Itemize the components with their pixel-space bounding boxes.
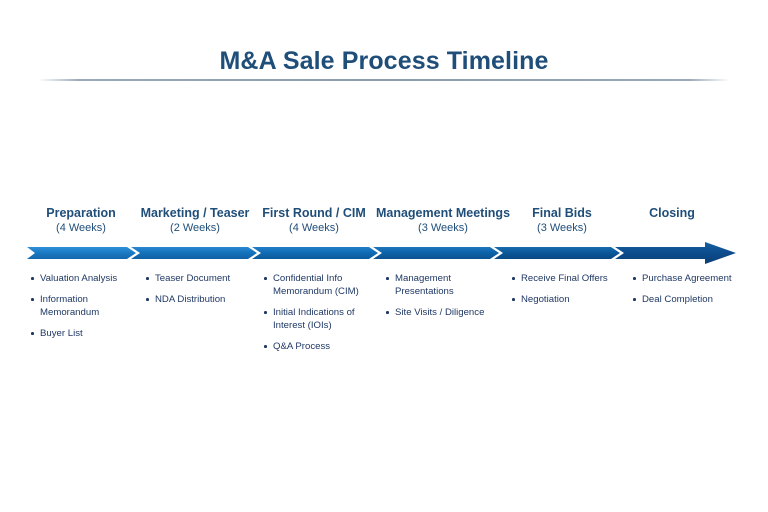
bullet-column-marketing-teaser: Teaser Document NDA Distribution xyxy=(146,272,251,314)
bullet-column-first-round-cim: Confidential Info Memorandum (CIM) Initi… xyxy=(264,272,364,361)
timeline-arrow xyxy=(0,238,768,266)
bullet-dot-icon xyxy=(386,277,389,280)
timeline-segment-1 xyxy=(27,247,136,259)
phase-name: Preparation xyxy=(46,206,116,220)
phase-header-preparation: Preparation (4 Weeks) xyxy=(27,205,135,236)
bullet-column-final-bids: Receive Final Offers Negotiation xyxy=(512,272,622,314)
list-item: Buyer List xyxy=(31,327,131,340)
timeline-segment-3 xyxy=(252,247,378,259)
bullet-dot-icon xyxy=(31,277,34,280)
bullet-column-preparation: Valuation Analysis Information Memorandu… xyxy=(31,272,131,348)
bullet-dot-icon xyxy=(512,277,515,280)
title-divider xyxy=(38,79,730,81)
list-item-label: Negotiation xyxy=(521,294,570,305)
timeline-segment-2 xyxy=(131,247,257,259)
list-item: Valuation Analysis xyxy=(31,272,131,285)
timeline-arrow-svg xyxy=(27,242,736,264)
phase-header-final-bids: Final Bids (3 Weeks) xyxy=(508,205,616,236)
list-item-label: Confidential Info Memorandum (CIM) xyxy=(273,273,359,297)
timeline-arrowhead xyxy=(615,242,736,264)
bullet-dot-icon xyxy=(31,332,34,335)
bullet-dot-icon xyxy=(31,298,34,301)
page-title: M&A Sale Process Timeline xyxy=(219,47,549,75)
bullet-dot-icon xyxy=(633,298,636,301)
list-item: Confidential Info Memorandum (CIM) xyxy=(264,272,364,298)
list-item: Information Memorandum xyxy=(31,293,131,319)
bullet-column-closing: Purchase Agreement Deal Completion xyxy=(633,272,743,314)
list-item: NDA Distribution xyxy=(146,293,251,306)
phase-header-closing: Closing xyxy=(618,205,726,221)
list-item: Teaser Document xyxy=(146,272,251,285)
phase-name: Closing xyxy=(649,206,695,220)
timeline-band: Preparation (4 Weeks) Marketing / Teaser… xyxy=(0,205,768,265)
bullet-dot-icon xyxy=(264,311,267,314)
phase-duration: (3 Weeks) xyxy=(418,222,468,234)
phase-header-marketing-teaser: Marketing / Teaser (2 Weeks) xyxy=(136,205,254,236)
phase-header-management-meetings: Management Meetings (3 Weeks) xyxy=(374,205,512,236)
bullet-dot-icon xyxy=(146,298,149,301)
bullet-dot-icon xyxy=(386,311,389,314)
list-item-label: NDA Distribution xyxy=(155,294,226,305)
bullet-dot-icon xyxy=(264,345,267,348)
phase-name: Marketing / Teaser xyxy=(140,206,250,220)
phase-duration: (2 Weeks) xyxy=(170,222,220,234)
list-item-label: Information Memorandum xyxy=(40,294,100,318)
list-item-label: Deal Completion xyxy=(642,294,713,305)
list-item: Deal Completion xyxy=(633,293,743,306)
list-item-label: Teaser Document xyxy=(155,273,231,284)
list-item: Negotiation xyxy=(512,293,622,306)
bullet-dot-icon xyxy=(512,298,515,301)
phase-name: First Round / CIM xyxy=(262,206,366,220)
phase-duration: (4 Weeks) xyxy=(56,222,106,234)
list-item-label: Purchase Agreement xyxy=(642,273,732,284)
phase-name: Management Meetings xyxy=(375,206,511,220)
phase-duration: (4 Weeks) xyxy=(289,222,339,234)
list-item-label: Q&A Process xyxy=(273,341,331,352)
list-item: Purchase Agreement xyxy=(633,272,743,285)
timeline-segment-5 xyxy=(494,247,620,259)
timeline-segment-4 xyxy=(373,247,499,259)
list-item-label: Receive Final Offers xyxy=(521,273,608,284)
bullet-dot-icon xyxy=(633,277,636,280)
list-item-label: Initial Indications of Interest (IOIs) xyxy=(273,307,355,331)
list-item: Site Visits / Diligence xyxy=(386,306,494,319)
list-item: Initial Indications of Interest (IOIs) xyxy=(264,306,364,332)
phase-duration: (3 Weeks) xyxy=(537,222,587,234)
list-item-label: Management Presentations xyxy=(395,273,454,297)
list-item: Q&A Process xyxy=(264,340,364,353)
list-item-label: Valuation Analysis xyxy=(40,273,118,284)
list-item: Receive Final Offers xyxy=(512,272,622,285)
list-item-label: Site Visits / Diligence xyxy=(395,307,485,318)
bullet-column-management-meetings: Management Presentations Site Visits / D… xyxy=(386,272,494,327)
list-item: Management Presentations xyxy=(386,272,494,298)
list-item-label: Buyer List xyxy=(40,328,83,339)
bullet-dot-icon xyxy=(146,277,149,280)
bullet-dot-icon xyxy=(264,277,267,280)
phase-header-first-round-cim: First Round / CIM (4 Weeks) xyxy=(255,205,373,236)
phase-name: Final Bids xyxy=(532,206,592,220)
